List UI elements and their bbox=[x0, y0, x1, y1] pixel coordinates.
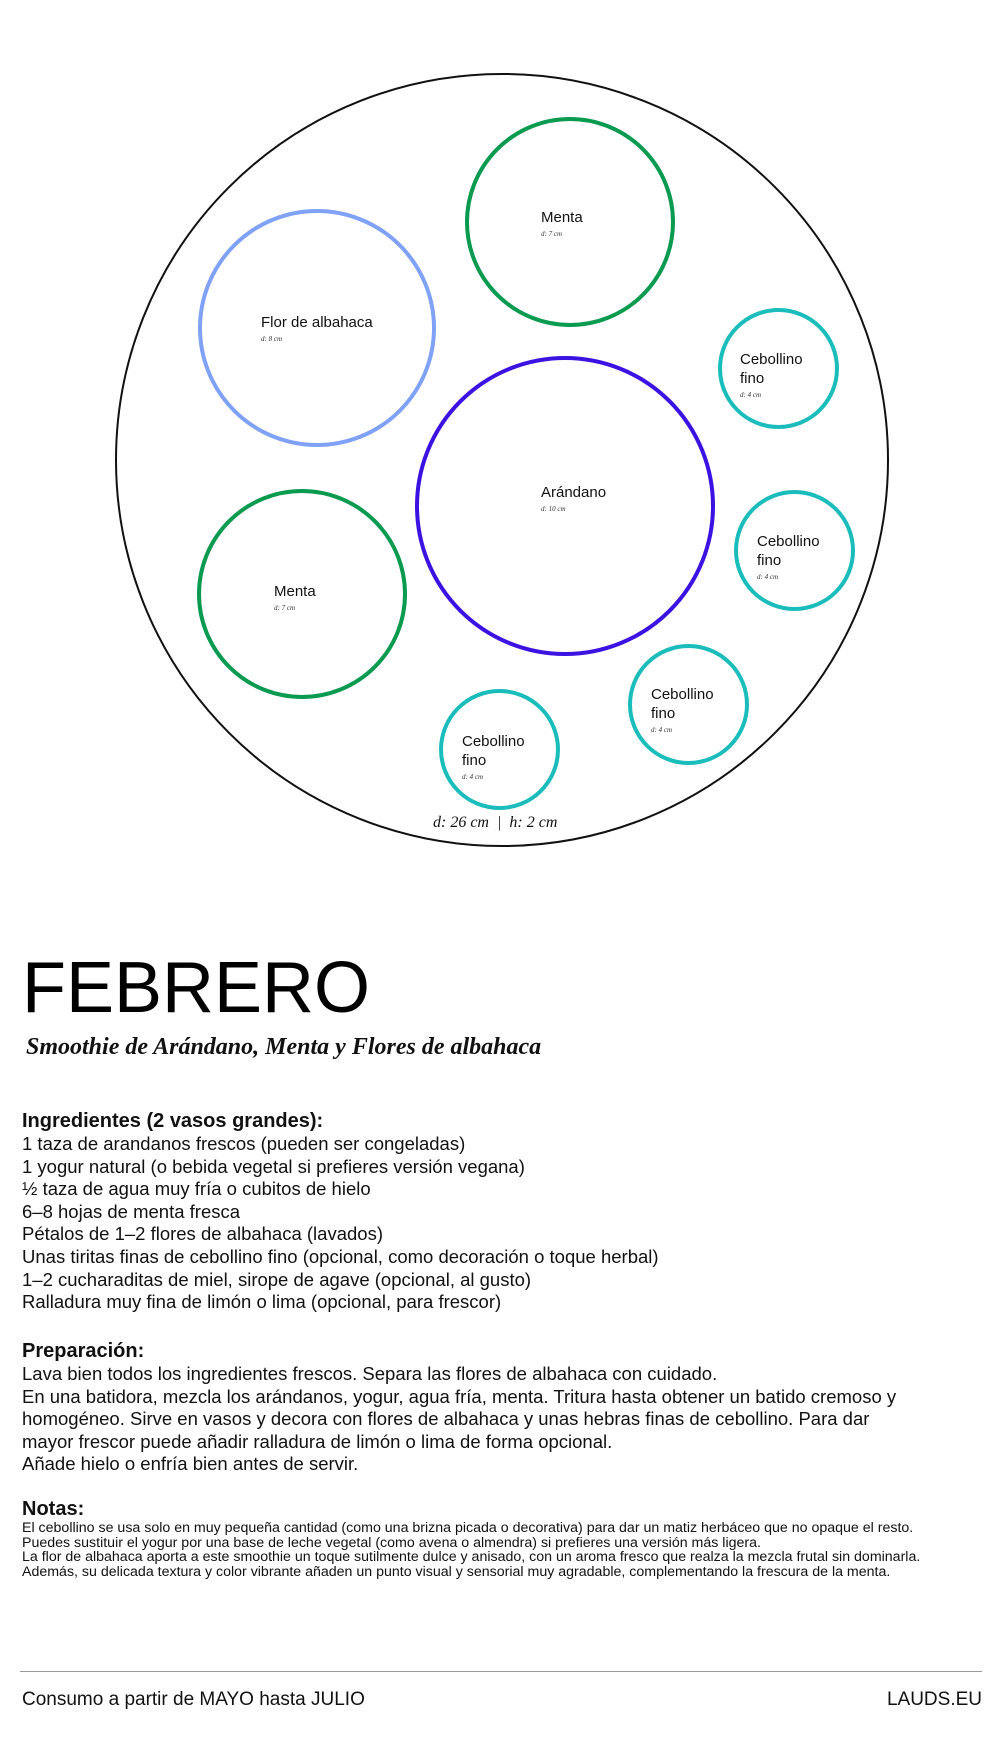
circle-menta-top bbox=[465, 117, 675, 327]
ingredients-heading: Ingredientes (2 vasos grandes): bbox=[22, 1110, 324, 1132]
ingredient-item: Unas tiritas finas de cebollino fino (op… bbox=[22, 1245, 659, 1267]
circle-cebollino-2 bbox=[734, 490, 855, 611]
consumption-season: Consumo a partir de MAYO hasta JULIO bbox=[22, 1689, 365, 1710]
circle-menta-bottom bbox=[197, 489, 407, 699]
circle-arandano bbox=[415, 356, 715, 656]
notes-heading: Notas: bbox=[22, 1498, 85, 1520]
circle-cebollino-3 bbox=[628, 644, 749, 765]
note-paragraph: Puedes sustituir el yogur por una base d… bbox=[22, 1534, 761, 1551]
plate-dimensions: d: 26 cm | h: 2 cm bbox=[433, 814, 558, 831]
preparation-paragraph: Añade hielo o enfría bien antes de servi… bbox=[22, 1453, 359, 1475]
ingredient-item: 1 yogur natural (o bebida vegetal si pre… bbox=[22, 1155, 525, 1177]
note-paragraph: El cebollino se usa solo en muy pequeña … bbox=[22, 1520, 914, 1536]
site-name: LAUDS.EU bbox=[886, 1689, 982, 1710]
ingredient-item: 1 taza de arandanos frescos (pueden ser … bbox=[22, 1133, 466, 1154]
note-paragraph: La flor de albahaca aporta a este smooth… bbox=[22, 1549, 921, 1566]
preparation-paragraph: Lava bien todos los ingredientes frescos… bbox=[22, 1363, 718, 1384]
preparation-heading: Preparación: bbox=[22, 1340, 145, 1362]
ingredient-item: ½ taza de agua muy fría o cubitos de hie… bbox=[22, 1178, 371, 1200]
ingredient-item: 1–2 cucharaditas de miel, sirope de agav… bbox=[22, 1268, 532, 1290]
month-title: FEBRERO bbox=[22, 948, 371, 1028]
preparation-section: Preparación: Lava bien todos los ingredi… bbox=[22, 1340, 982, 1476]
notes-section: Notas: El cebollino se usa solo en muy p… bbox=[22, 1498, 982, 1579]
note-paragraph: Además, su delicada textura y color vibr… bbox=[22, 1563, 891, 1580]
plate-outline bbox=[115, 73, 889, 847]
footer-divider bbox=[20, 1671, 982, 1672]
preparation-paragraph: En una batidora, mezcla los arándanos, y… bbox=[22, 1385, 897, 1452]
circle-cebollino-1 bbox=[718, 308, 839, 429]
ingredient-item: 6–8 hojas de menta fresca bbox=[22, 1200, 241, 1222]
ingredient-item: Ralladura muy fina de limón o lima (opci… bbox=[22, 1291, 502, 1313]
ingredients-section: Ingredientes (2 vasos grandes): 1 taza d… bbox=[22, 1110, 982, 1314]
circle-cebollino-4 bbox=[439, 689, 560, 810]
ingredient-item: Pétalos de 1–2 flores de albahaca (lavad… bbox=[22, 1223, 383, 1245]
recipe-subtitle: Smoothie de Arándano, Menta y Flores de … bbox=[26, 1034, 542, 1060]
circle-flor-albahaca bbox=[198, 209, 436, 447]
